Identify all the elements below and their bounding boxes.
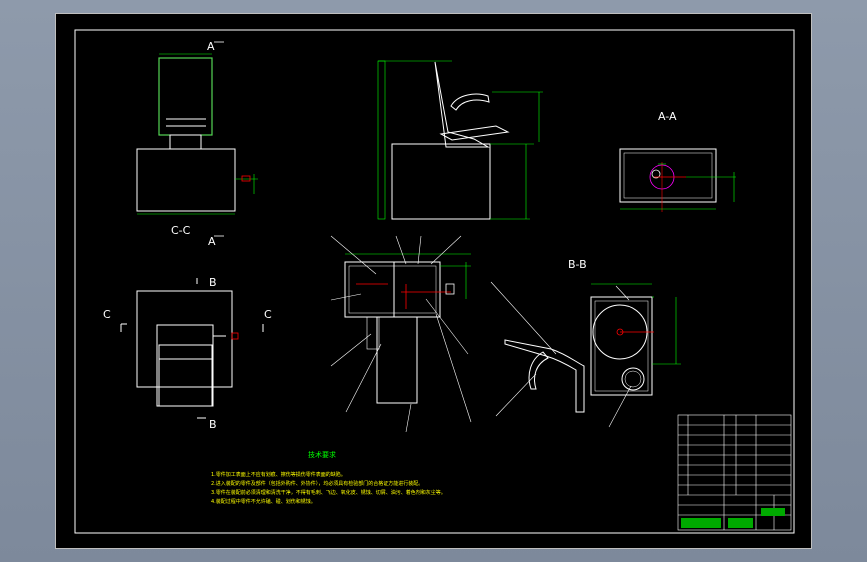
- notes-title: 技术要求: [308, 450, 336, 459]
- section-marker-a-top: A: [207, 40, 215, 53]
- section-marker-c-right: C: [264, 308, 272, 321]
- side-view: [377, 60, 543, 220]
- section-marker-b-top: B: [209, 276, 217, 289]
- section-label-cc: C-C: [171, 224, 191, 237]
- note-line-1: 1.零件加工表面上不应有划痕、擦伤等损伤零件表面的缺陷。: [211, 471, 346, 478]
- section-marker-a-bottom: A: [208, 235, 216, 248]
- section-aa-view: [619, 148, 736, 212]
- assembly-section: [330, 235, 472, 433]
- section-label-bb: B-B: [568, 258, 587, 271]
- inner-frame: [74, 29, 795, 534]
- drawing-sheet: A C-C A A-A: [55, 13, 812, 549]
- note-line-4: 4.装配过程中零件不允许磕、碰、划伤和锈蚀。: [211, 498, 316, 505]
- title-block-green-marks: [681, 508, 785, 528]
- note-line-2: 2.进入装配的零件及部件（包括外购件、外协件），均必须具有检验部门的合格证方能进…: [211, 480, 423, 487]
- note-line-3: 3.零件在装配前必须清理和清洗干净，不得有毛刺、飞边、氧化皮、锈蚀、切屑、油污、…: [211, 489, 446, 496]
- section-bb-view: [590, 283, 681, 428]
- top-view: [120, 278, 264, 419]
- section-marker-b-bottom: B: [209, 418, 217, 431]
- section-label-aa: A-A: [658, 110, 677, 123]
- front-view: [136, 53, 258, 215]
- chair-profile-view: [490, 281, 585, 417]
- section-marker-c-left: C: [103, 308, 111, 321]
- cad-canvas: A C-C A A-A: [74, 29, 795, 534]
